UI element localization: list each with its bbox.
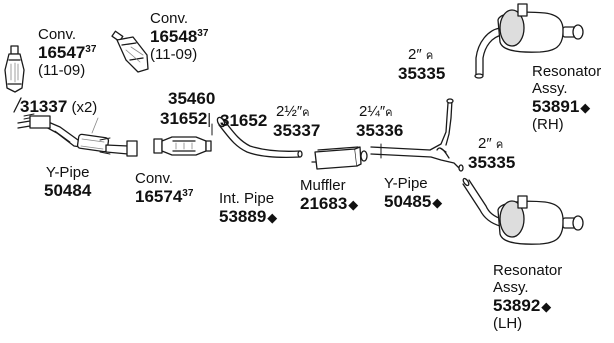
muffler-21683-label: Muffler 21683◆ (300, 177, 358, 213)
muffler-21683-drawing (311, 146, 368, 170)
muffler-part-number: 21683 (300, 194, 348, 213)
conv-16574-name: Conv. (135, 170, 174, 187)
y-pipe-50485-name: Y-Pipe (384, 175, 428, 192)
resonator-lh-part-number: 53892 (493, 296, 541, 315)
hanger-icon: ค (425, 49, 434, 62)
conv-16548-years: (11-09) (150, 46, 198, 63)
intermediate-pipe-53889-drawing (216, 116, 303, 158)
hanger-35337-part-number: 35337 (273, 121, 321, 140)
conv-16548-part-number: 16548 (150, 27, 198, 46)
y-pipe-50485-label: Y-Pipe 50485◆ (384, 175, 442, 211)
hanger-35337-size: 2½″ (276, 103, 303, 120)
resonator-lh-label: Resonator Assy. 53892◆ (LH) (493, 262, 562, 332)
diamond-icon: ◆ (348, 197, 359, 212)
hanger-35336-part-number: 35336 (356, 121, 404, 140)
resonator-rh-label: Resonator Assy. 53891◆ (RH) (532, 63, 601, 133)
conv-16548-name: Conv. (150, 10, 189, 27)
diamond-icon: ◆ (432, 195, 443, 210)
hanger-35337-label: 2½″ค 35337 (273, 103, 320, 140)
diamond-icon: ◆ (541, 299, 552, 314)
resonator-rh-name-2: Assy. (532, 80, 568, 97)
converter-16547-drawing (4, 45, 25, 93)
conv-16547-part-number: 16547 (38, 43, 86, 62)
resonator-53892-lh-drawing (462, 177, 584, 245)
clamp-31652-a-part-number: 31652 (160, 109, 208, 128)
resonator-lh-side: (LH) (493, 315, 523, 332)
y-pipe-50485-part-number: 50485 (384, 192, 432, 211)
resonator-rh-side: (RH) (532, 116, 564, 133)
intermediate-pipe-53889-label: Int. Pipe 53889◆ (219, 190, 277, 226)
hanger-35335-top-label: 2″ ค 35335 (398, 46, 445, 83)
y-pipe-50484-drawing (17, 113, 138, 157)
bolt-31337-part-number: 31337 (20, 97, 68, 116)
clamp-separator: | (207, 111, 212, 128)
hanger-icon: ค (385, 106, 393, 119)
conv-16574-part-number: 16574 (135, 187, 183, 206)
resonator-rh-name-1: Resonator (532, 63, 602, 80)
conv-16548-label: Conv. 1654837 (11-09) (150, 10, 208, 63)
clamp-31652-a-label: 31652| (160, 109, 211, 128)
conv-16547-years: (11-09) (38, 62, 86, 79)
y-pipe-50484-part-number: 50484 (44, 181, 92, 200)
diamond-icon: ◆ (267, 210, 278, 225)
hanger-35336-size: 2¼″ (359, 103, 386, 120)
hanger-35335-mid-part-number: 35335 (468, 153, 516, 172)
bolt-31337-quantity: (x2) (71, 99, 98, 116)
resonator-lh-name-2: Assy. (493, 279, 529, 296)
y-pipe-50485-drawing (370, 98, 464, 172)
clamp-31652-b-label: 31652 (220, 111, 268, 130)
resonator-lh-name-1: Resonator (493, 262, 563, 279)
y-pipe-50484-name: Y-Pipe (45, 164, 90, 181)
hanger-35335-top-size: 2″ (408, 46, 422, 63)
intermediate-pipe-part-number: 53889 (219, 207, 267, 226)
muffler-name: Muffler (300, 177, 346, 194)
bolt-31337-label: 31337 (x2) (20, 97, 97, 116)
bolt-31337-drawing (13, 97, 22, 113)
hanger-icon: ค (495, 138, 504, 151)
intermediate-pipe-name: Int. Pipe (219, 190, 275, 207)
clamp-35460-label: 35460 (168, 89, 216, 108)
hanger-icon: ค (302, 106, 310, 119)
resonator-rh-part-number: 53891 (532, 97, 580, 116)
hanger-35336-label: 2¼″ค 35336 (356, 103, 403, 140)
hanger-35335-mid-size: 2″ (478, 135, 492, 152)
conv-16547-superscript: 37 (85, 44, 97, 55)
conv-16548-superscript: 37 (197, 28, 209, 39)
converter-16548-drawing (111, 30, 149, 73)
conv-16574-label: Conv. 1657437 (135, 170, 193, 206)
diamond-icon: ◆ (580, 100, 591, 115)
conv-16547-name: Conv. (38, 26, 77, 43)
hanger-35335-mid-label: 2″ ค 35335 (468, 135, 515, 172)
resonator-53891-rh-drawing (474, 3, 584, 79)
hanger-35335-top-part-number: 35335 (398, 64, 446, 83)
y-pipe-50484-label: Y-Pipe 50484 (44, 164, 91, 200)
converter-16574-drawing (153, 123, 213, 156)
conv-16547-label: Conv. 1654737 (11-09) (38, 26, 96, 79)
conv-16574-superscript: 37 (182, 188, 194, 199)
